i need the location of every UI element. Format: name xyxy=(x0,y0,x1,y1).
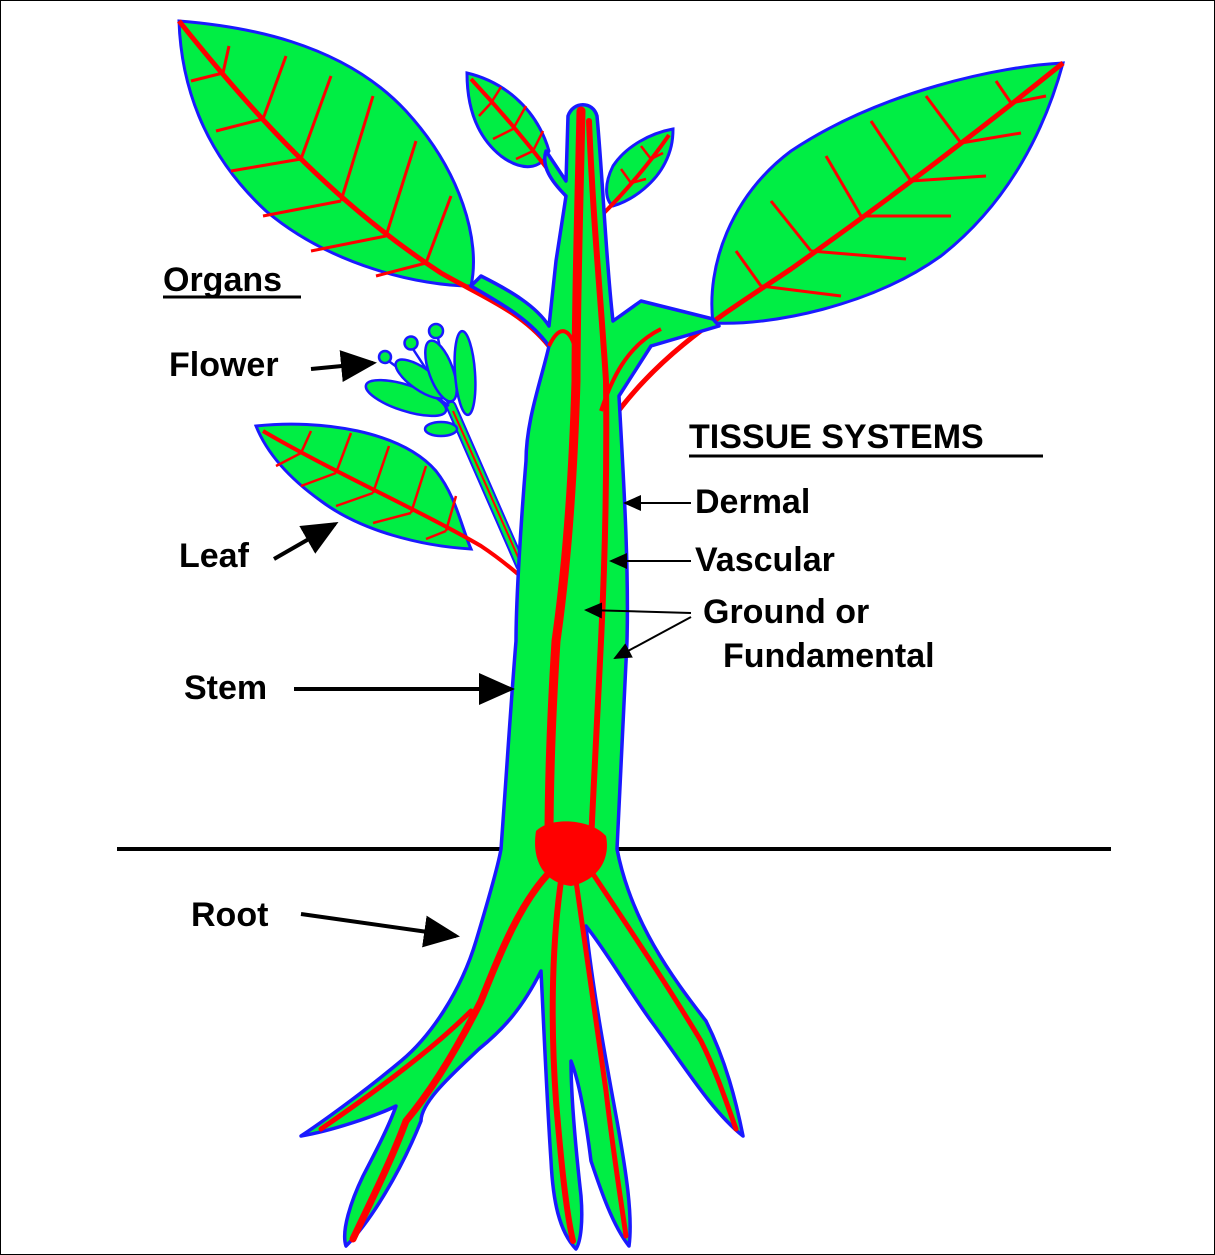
root-arrow xyxy=(301,914,456,936)
label-ground-line2: Fundamental xyxy=(723,637,935,675)
large-right-leaf xyxy=(611,63,1063,421)
stem-and-roots xyxy=(301,105,743,1249)
small-left-leaf xyxy=(256,424,549,601)
flower-arrow xyxy=(311,363,373,369)
tissue-systems-heading: TISSUE SYSTEMS xyxy=(689,418,984,456)
label-flower: Flower xyxy=(169,346,279,384)
label-stem: Stem xyxy=(184,669,267,707)
label-dermal: Dermal xyxy=(695,483,810,521)
label-ground-line1: Ground or xyxy=(703,593,869,631)
label-root: Root xyxy=(191,896,268,934)
organs-heading: Organs xyxy=(163,261,282,299)
leaf-arrow xyxy=(274,524,335,559)
small-top-right-leaf xyxy=(601,129,673,216)
label-leaf: Leaf xyxy=(179,537,250,575)
label-vascular: Vascular xyxy=(695,541,835,579)
